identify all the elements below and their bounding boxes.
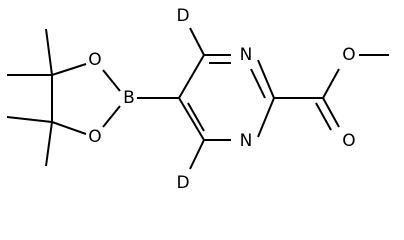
bond-methyl-bottom-left: [6, 116, 53, 123]
molecule-canvas: D D N N B O O O O: [6, 6, 389, 193]
atom-oxygen-boronate-top: O: [88, 50, 101, 70]
bond-methyl-bottom-down: [45, 121, 53, 167]
atom-oxygen-ester-double: O: [342, 131, 355, 151]
atom-nitrogen-top: N: [240, 45, 253, 65]
bond-carbonyl-o-double-b: [315, 102, 332, 131]
atom-oxygen-boronate-bottom: O: [88, 127, 101, 147]
bond-b-o-top: [102, 69, 121, 92]
bond-carbonyl-o-double-a: [322, 97, 340, 128]
bond-c6-d: [189, 27, 205, 56]
pyrimidine-ring: [178, 54, 275, 141]
bond-n1-c2: [257, 59, 275, 99]
pinacol-boronate-ring: [51, 63, 121, 135]
methyl-ester-group: [274, 54, 389, 131]
bond-methyl-top-up: [45, 28, 53, 76]
bond-b-o-bottom: [102, 105, 121, 128]
bond-o-top-c: [51, 63, 87, 76]
structure-diagram: D D N N B O O O O: [6, 6, 389, 193]
atom-deuterium-bottom: D: [176, 173, 189, 193]
bond-carbonyl-o-single: [322, 68, 340, 99]
atom-nitrogen-bottom: N: [240, 131, 253, 151]
bond-c4-c5-inner: [187, 102, 205, 132]
bond-c2-n3: [257, 97, 275, 138]
atom-boron: B: [123, 88, 135, 108]
pinacol-methyls: [6, 28, 53, 167]
bond-c5-c6: [178, 54, 205, 99]
atom-oxygen-ester-single: O: [342, 45, 355, 65]
atom-deuterium-top: D: [176, 6, 189, 26]
bond-o-bottom-c: [51, 121, 87, 135]
bond-n1-c2-inner: [250, 68, 266, 99]
bond-c4-d: [189, 139, 205, 170]
bond-c4-c5: [178, 97, 205, 141]
